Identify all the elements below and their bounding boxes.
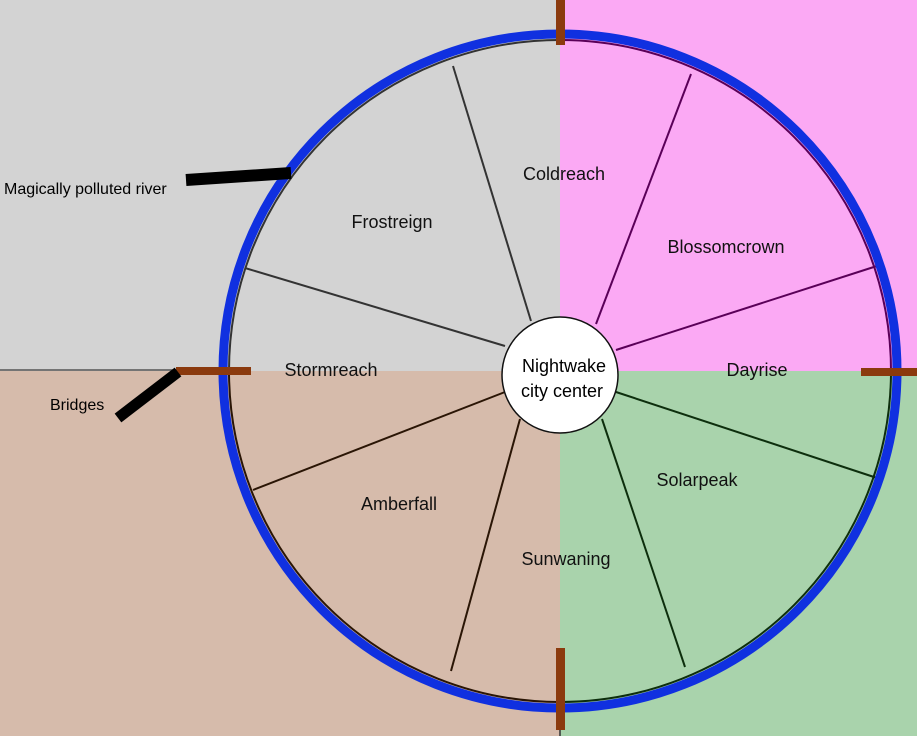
district-dayrise[interactable]: Dayrise xyxy=(726,360,787,380)
spoke-se-2 xyxy=(601,418,686,668)
spoke-nw-2 xyxy=(244,267,506,347)
spoke-ne-2 xyxy=(615,264,881,351)
district-frostreign[interactable]: Frostreign xyxy=(351,212,432,232)
district-stormreach[interactable]: Stormreach xyxy=(284,360,377,380)
bridge-west xyxy=(176,367,251,375)
bridges xyxy=(176,0,917,730)
district-sunwaning[interactable]: Sunwaning xyxy=(521,549,610,569)
district-amberfall[interactable]: Amberfall xyxy=(361,494,437,514)
river-pointer xyxy=(185,167,292,186)
city-center-label-line2: city center xyxy=(521,381,603,401)
district-coldreach[interactable]: Coldreach xyxy=(523,164,605,184)
bridges-label: Bridges xyxy=(50,397,104,414)
district-blossomcrown[interactable]: Blossomcrown xyxy=(667,237,784,257)
bridge-east xyxy=(861,368,917,376)
spoke-ne-1 xyxy=(595,73,692,325)
river-label: Magically polluted river xyxy=(4,181,167,198)
city-center-label-line1: Nightwake xyxy=(522,356,606,376)
spoke-sw-2 xyxy=(252,391,506,491)
quadrant-southeast xyxy=(560,371,917,736)
district-solarpeak[interactable]: Solarpeak xyxy=(656,470,738,490)
bridge-north xyxy=(556,0,565,45)
district-spokes xyxy=(244,65,881,672)
bridges-pointer xyxy=(114,367,182,423)
spoke-se-1 xyxy=(615,391,878,479)
spoke-nw-1 xyxy=(452,65,532,322)
city-center-circle[interactable] xyxy=(501,316,619,434)
spoke-sw-1 xyxy=(450,418,521,672)
bridge-south xyxy=(556,648,565,730)
quadrant-northeast xyxy=(560,0,917,371)
